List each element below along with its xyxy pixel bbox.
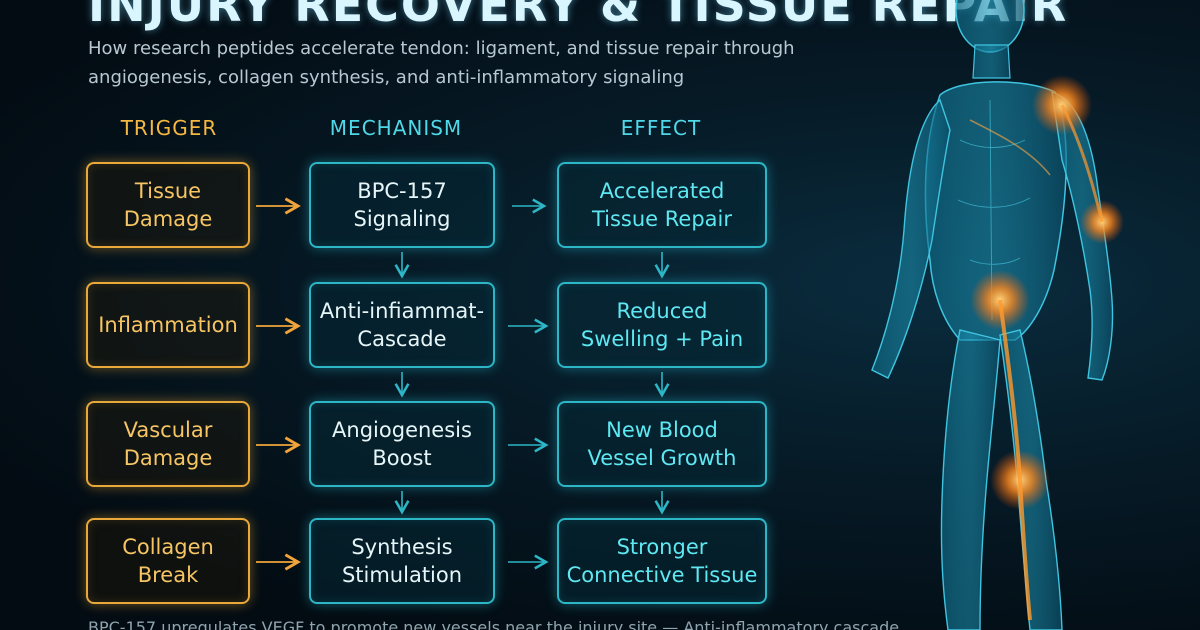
figure-left-arm xyxy=(871,98,951,379)
flow-arrows xyxy=(256,197,670,571)
glow-chest-path xyxy=(969,119,1051,176)
column-header-trigger: TRIGGER xyxy=(120,116,218,140)
trigger-label-line-1: Tissue xyxy=(134,179,202,203)
human-anatomy-illustration xyxy=(871,0,1124,630)
trigger-label-line-2: Break xyxy=(137,563,199,587)
effect-label-line-2: Vessel Growth xyxy=(587,446,737,470)
page-title: INJURY RECOVERY & TISSUE REPAIR xyxy=(88,0,1069,32)
mechanism-box-anti-inflammatory-cascade: Anti-infiammat- Cascade xyxy=(309,282,495,368)
glow-arm-path xyxy=(1060,104,1104,223)
mechanism-label-line-2: Stimulation xyxy=(341,563,463,587)
trigger-label-line-2: Damage xyxy=(123,207,213,231)
mechanism-label-line-2: Boost xyxy=(372,446,432,470)
effect-label-line-2: Tissue Repair xyxy=(591,207,733,231)
trigger-label-line-1: Vascular xyxy=(123,418,213,442)
mechanism-label-line-1: BPC-157 xyxy=(357,179,447,203)
glow-leg-path xyxy=(998,299,1032,621)
mechanism-label-line-1: Synthesis xyxy=(351,535,453,559)
page-subtitle: How research peptides accelerate tendon:… xyxy=(88,34,868,92)
effect-label-line-1: Stronger xyxy=(616,535,708,559)
column-header-effect: EFFECT xyxy=(620,116,702,140)
figure-neck xyxy=(972,44,1011,79)
trigger-label-line-2: Damage xyxy=(123,446,213,470)
mechanism-label-line-2: Signaling xyxy=(353,207,451,231)
figure-head xyxy=(955,0,1025,53)
trigger-label-line-1: Inflammation xyxy=(98,313,238,337)
effect-label-line-1: Accelerated xyxy=(599,179,725,203)
subtitle-line-2: angiogenesis, collagen synthesis, and an… xyxy=(88,67,685,88)
effect-label-line-1: New Blood xyxy=(606,418,718,442)
mechanism-label-line-1: Anti-infiammat- xyxy=(319,299,485,323)
figure-left-leg xyxy=(940,329,1001,630)
mechanism-label-line-1: Angiogenesis xyxy=(332,418,472,442)
figure-muscle-lines xyxy=(957,99,1031,321)
trigger-label-line-1: Collagen xyxy=(122,535,214,559)
mechanism-label-line-2: Cascade xyxy=(357,327,447,351)
effect-label-line-2: Connective Tissue xyxy=(566,563,758,587)
effect-label-line-1: Reduced xyxy=(616,299,708,323)
column-header-mechanism: MECHANISM xyxy=(329,116,463,140)
trigger-box-inflammation: Inflammation xyxy=(86,282,250,368)
figure-right-arm xyxy=(1051,91,1114,381)
footer-note: BPC-157 upregulates VEGF to promote new … xyxy=(88,618,900,630)
subtitle-line-1: How research peptides accelerate tendon:… xyxy=(88,38,795,59)
effect-label-line-2: Swelling + Pain xyxy=(580,327,744,351)
